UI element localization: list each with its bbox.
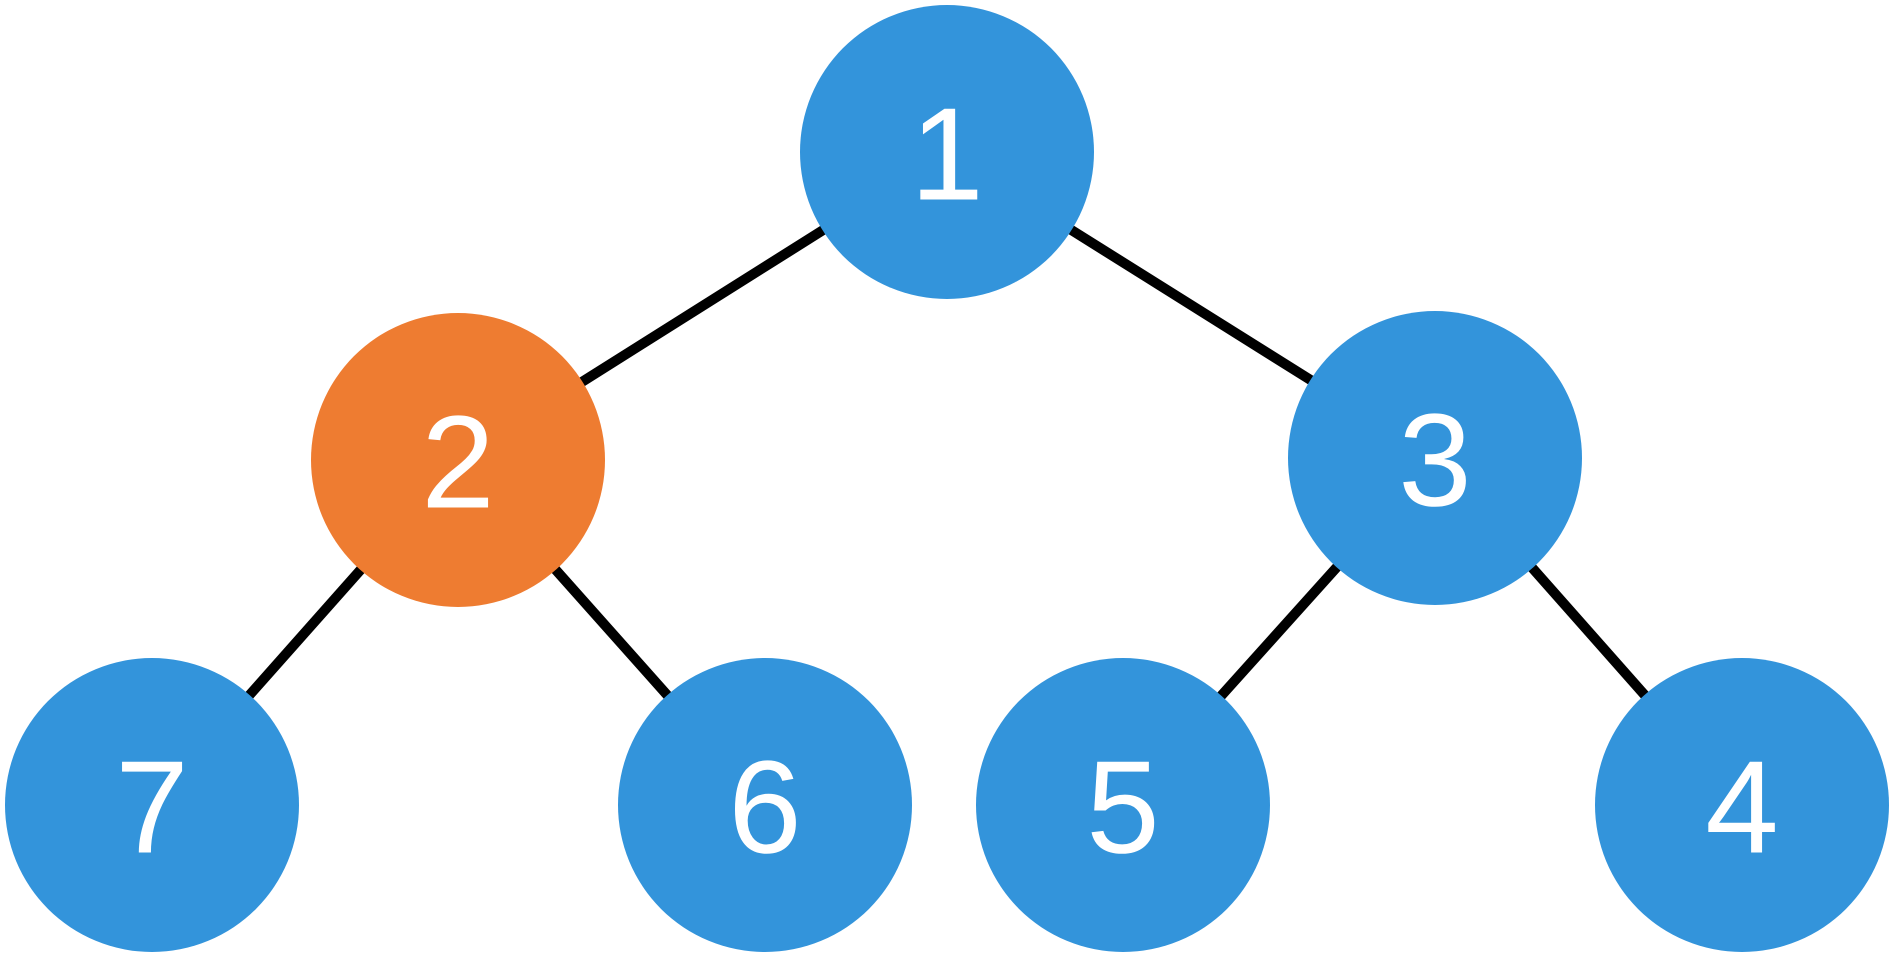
tree-node-label-6: 6 <box>728 734 801 881</box>
tree-node-label-5: 5 <box>1086 734 1159 881</box>
tree-node-5: 5 <box>976 658 1270 952</box>
tree-node-1: 1 <box>800 5 1094 299</box>
tree-node-circle-7 <box>5 658 299 952</box>
tree-nodes: 1 2 3 7 6 5 4 <box>5 5 1889 952</box>
tree-node-label-4: 4 <box>1705 734 1778 881</box>
tree-node-circle-2 <box>311 313 605 607</box>
tree-node-4: 4 <box>1595 658 1889 952</box>
tree-node-label-2: 2 <box>421 389 494 536</box>
tree-node-6: 6 <box>618 658 912 952</box>
tree-node-circle-1 <box>800 5 1094 299</box>
tree-node-3: 3 <box>1288 311 1582 605</box>
tree-node-2: 2 <box>311 313 605 607</box>
tree-node-label-7: 7 <box>115 734 188 881</box>
tree-node-label-1: 1 <box>910 81 983 228</box>
tree-node-circle-4 <box>1595 658 1889 952</box>
tree-node-label-3: 3 <box>1398 387 1471 534</box>
tree-node-circle-6 <box>618 658 912 952</box>
tree-node-circle-5 <box>976 658 1270 952</box>
tree-node-7: 7 <box>5 658 299 952</box>
tree-node-circle-3 <box>1288 311 1582 605</box>
